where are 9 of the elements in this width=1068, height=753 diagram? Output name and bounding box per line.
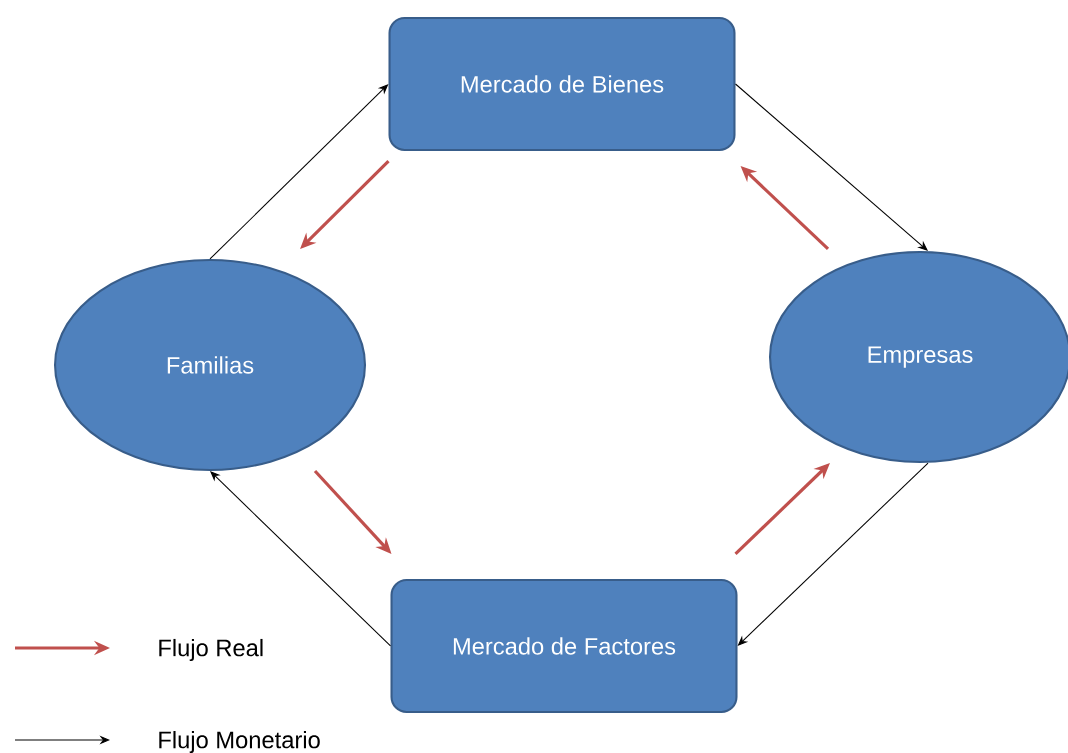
process-box: Mercado de Factores [390, 578, 738, 714]
arrow [210, 471, 391, 647]
arrow [735, 83, 928, 251]
arrow [209, 84, 389, 260]
ellipse-node: Empresas [769, 250, 1068, 464]
ellipse-node: Familias [54, 258, 367, 472]
legend-label: Flujo Monetario [159, 730, 320, 753]
legend-label: Flujo Real [159, 638, 263, 662]
process-box: Mercado de Bienes [388, 16, 736, 152]
